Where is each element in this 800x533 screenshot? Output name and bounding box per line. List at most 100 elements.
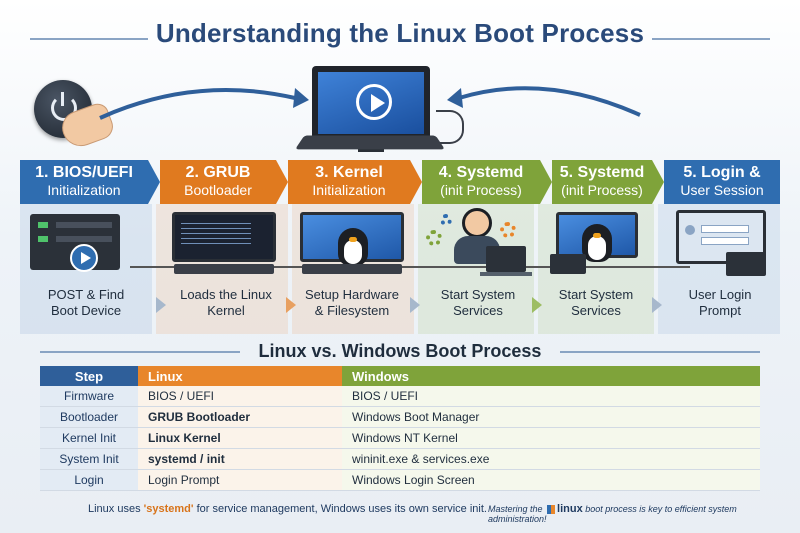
monitor-play-icon [312,66,430,144]
arrow-4 [532,297,542,313]
step-1-description: POST & Find Boot Device [47,287,125,318]
step-4-title: 4. Systemd [438,164,524,181]
cell-windows: Windows NT Kernel [342,427,760,449]
comparison-title: Linux vs. Windows Boot Process [258,341,542,361]
server-play-icon [70,244,98,272]
page-title: Understanding the Linux Boot Process [155,18,645,48]
title-line-right [652,38,770,40]
step-3-title: 3. Kernel [315,164,383,181]
laptop-icon-3 [726,252,766,276]
laptop-icon [486,246,526,272]
step-4: 4. Systemd (init Process) [422,160,540,204]
step-5-chevron [652,160,664,204]
step-1-chevron [148,160,160,204]
cell-linux: GRUB Bootloader [138,406,342,428]
monitor-screen [318,72,424,134]
footer-right-a: Mastering the [488,504,546,514]
server-bay [56,222,112,228]
step-1: 1. BIOS/UEFI Initialization [20,160,148,204]
table-header-row: Step Linux Windows [40,366,760,386]
cell-step: Kernel Init [40,427,138,449]
step-3-subtitle: Initialization [312,182,386,198]
penguin-icon-2 [582,224,612,262]
footer-right-linux: linux [557,503,583,515]
step-1-title: 1. BIOS/UEFI [35,164,133,181]
header-windows: Windows [342,366,760,386]
footer-left: Linux uses 'systemd' for service managem… [88,503,487,515]
section-line-right [560,351,760,353]
kernel-keyboard [302,264,402,274]
step-5: 5. Systemd (init Process) [552,160,652,204]
server-led-1 [38,222,48,228]
login-avatar [685,225,695,235]
server-led-2 [38,236,48,242]
arrow-3 [410,297,420,313]
play-icon [356,84,392,120]
connection-cable [130,266,690,268]
header-step: Step [40,366,138,386]
step-4-subtitle: (init Process) [440,182,522,198]
footer-left-highlight: 'systemd' [143,503,194,515]
step-3: 3. Kernel Initialization [288,160,410,204]
footer-left-b: for service management, Windows uses its… [193,503,487,515]
terminal-monitor-icon [172,212,276,262]
arrow-left-to-monitor [99,88,309,120]
arrow-right-to-monitor [447,86,641,117]
title-line-left [30,38,148,40]
table-row: System Init systemd / init wininit.exe &… [40,448,760,470]
gear-icon-2 [500,222,516,238]
keyboard-icon [295,135,445,150]
penguin-belly [344,240,362,264]
cell-step: System Init [40,448,138,470]
footer-right-b: boot process is key to efficient system … [488,504,737,525]
cell-linux: Login Prompt [138,469,342,491]
cell-linux: BIOS / UEFI [138,386,342,407]
login-field-2 [701,237,749,245]
cell-windows: BIOS / UEFI [342,386,760,407]
step-5-subtitle: (init Process) [561,182,643,198]
table-row: Bootloader GRUB Bootloader Windows Boot … [40,406,760,428]
table-row: Firmware BIOS / UEFI BIOS / UEFI [40,386,760,407]
linux-logo-icon [547,505,556,515]
cell-step: Bootloader [40,406,138,428]
comparison-table: Step Linux Windows Firmware BIOS / UEFI … [40,366,760,491]
cable [436,110,464,144]
cell-linux: systemd / init [138,448,342,470]
laptop-base [480,272,532,276]
login-field-1 [701,225,749,233]
arrow-1 [156,297,166,313]
table-row: Kernel Init Linux Kernel Windows NT Kern… [40,427,760,449]
step-2-chevron [276,160,288,204]
step-4-chevron [540,160,552,204]
step-2-subtitle: Bootloader [184,182,252,198]
steps-band: 1. BIOS/UEFI Initialization 2. GRUB Boot… [20,160,780,204]
cell-windows: Windows Boot Manager [342,406,760,428]
footer-left-a: Linux uses [88,503,144,515]
laptop-icon-2 [550,254,586,274]
table-row: Login Login Prompt Windows Login Screen [40,469,760,491]
penguin-beak-2 [593,233,601,238]
step-5-description: Start System Services [558,287,634,318]
step-3-chevron [410,160,422,204]
step-4-description: Start System Services [440,287,516,318]
section-line-left [40,351,240,353]
step-6-title: 5. Login & [683,164,761,181]
penguin-beak [349,237,357,242]
cell-linux: Linux Kernel [138,427,342,449]
step-6-description: User Login Prompt [688,287,752,318]
cell-windows: Windows Login Screen [342,469,760,491]
server-bay-2 [56,236,112,242]
step-5-title: 5. Systemd [559,164,645,181]
gear-icon [426,230,442,246]
power-symbol-bar [61,92,64,106]
step-6-subtitle: User Session [680,182,764,198]
header-linux: Linux [138,366,342,386]
step-2: 2. GRUB Bootloader [160,160,276,204]
cell-step: Firmware [40,386,138,407]
cell-step: Login [40,469,138,491]
step-1-subtitle: Initialization [47,182,121,198]
title-wrap: Understanding the Linux Boot Process [0,18,800,49]
step-2-title: 2. GRUB [185,164,251,181]
terminal-text-lines [181,223,251,247]
cell-windows: wininit.exe & services.exe [342,448,760,470]
